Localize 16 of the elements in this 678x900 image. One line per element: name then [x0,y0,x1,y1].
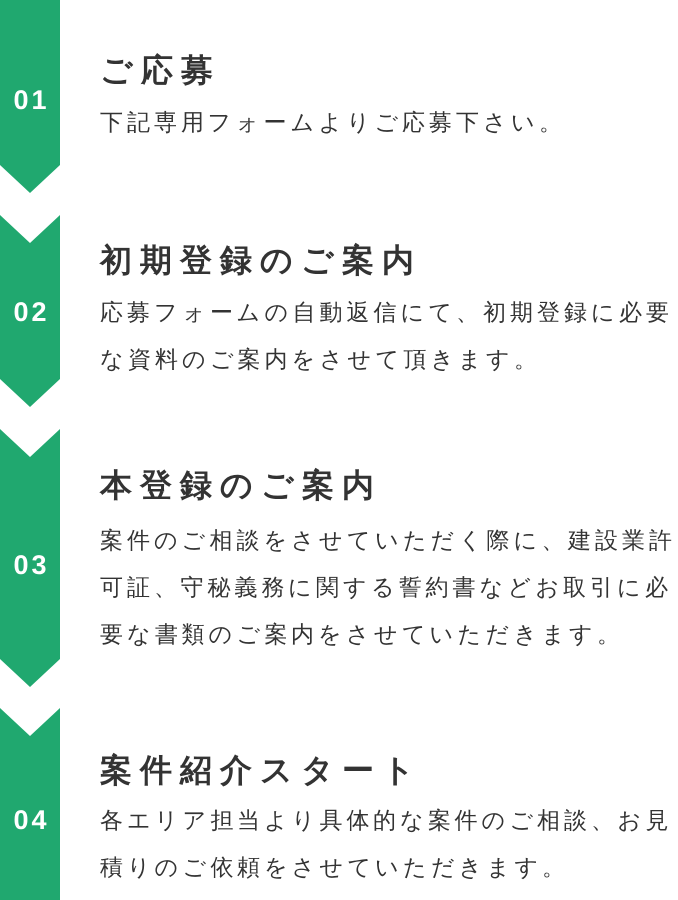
step-heading: ご応募 [100,51,221,90]
chevron-band [0,0,60,193]
step-number: 04 [12,805,51,835]
step-description: 案件のご相談をさせていただく際に、建設業許可証、守秘義務に関する誓約書などお取引に必要な書類のご案内をさせていただきます。 [100,526,677,648]
step-description: 下記専用フォームよりご応募下さい。 [100,108,567,136]
chevron-band [0,429,60,687]
chevron-band [0,708,60,900]
step-number: 01 [12,85,51,115]
step-number: 03 [12,550,51,580]
step-number: 02 [12,297,51,327]
step-heading: 初期登録のご案内 [100,241,422,280]
step-description: 応募フォームの自動返信にて、初期登録に必要な資料のご案内をさせて頂きます。 [100,298,674,374]
step-heading: 案件紹介スタート [100,751,423,790]
step-heading: 本登録のご案内 [100,466,382,505]
step-description: 各エリア担当より具体的な案件のご相談、お見積りのご依頼をさせていただきます。 [100,806,674,882]
chevron-band [0,215,60,407]
